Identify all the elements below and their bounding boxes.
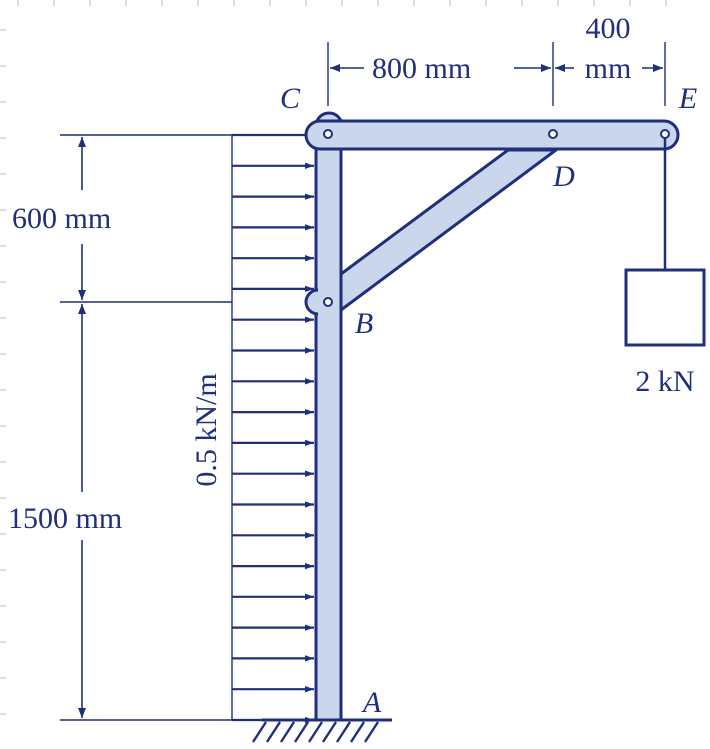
dim-top-right-label-1: 400 bbox=[586, 12, 631, 45]
point-c-label: C bbox=[280, 82, 301, 115]
ground-hatch-line bbox=[293, 721, 310, 743]
ground-hatch-line bbox=[321, 721, 338, 743]
ground-hatch-line bbox=[251, 721, 268, 743]
ground-hatch-line bbox=[349, 721, 366, 743]
column-ac bbox=[314, 122, 343, 722]
dim-top-left-label: 800 mm bbox=[372, 52, 471, 85]
ground-hatch-line bbox=[265, 721, 282, 743]
pin-e bbox=[660, 129, 670, 139]
point-a-label: A bbox=[361, 686, 382, 719]
point-e-label: E bbox=[678, 82, 697, 115]
dim-lower-label: 1500 mm bbox=[8, 502, 122, 535]
ground-hatch-line bbox=[279, 721, 296, 743]
ground-hatch-line bbox=[335, 721, 352, 743]
brace-bd bbox=[339, 148, 561, 313]
pin-c bbox=[323, 129, 333, 139]
beam-ce bbox=[304, 119, 680, 151]
ground-hatch-line bbox=[307, 721, 324, 743]
pin-d bbox=[548, 129, 558, 139]
weight-label: 2 kN bbox=[635, 365, 694, 398]
page-ticks bbox=[0, 0, 667, 715]
dim-top-right-label-2: mm bbox=[585, 52, 632, 85]
dim-upper-label: 600 mm bbox=[12, 202, 111, 235]
distributed-load-arrows bbox=[232, 131, 314, 724]
weight-block bbox=[624, 268, 706, 347]
pin-b-knob bbox=[304, 288, 319, 316]
point-d-label: D bbox=[552, 160, 575, 193]
distributed-load-label: 0.5 kN/m bbox=[190, 373, 223, 486]
point-b-label: B bbox=[355, 307, 373, 340]
pin-b bbox=[323, 297, 333, 307]
ground-hatch-line bbox=[363, 721, 380, 743]
ground-hatch bbox=[251, 721, 380, 743]
